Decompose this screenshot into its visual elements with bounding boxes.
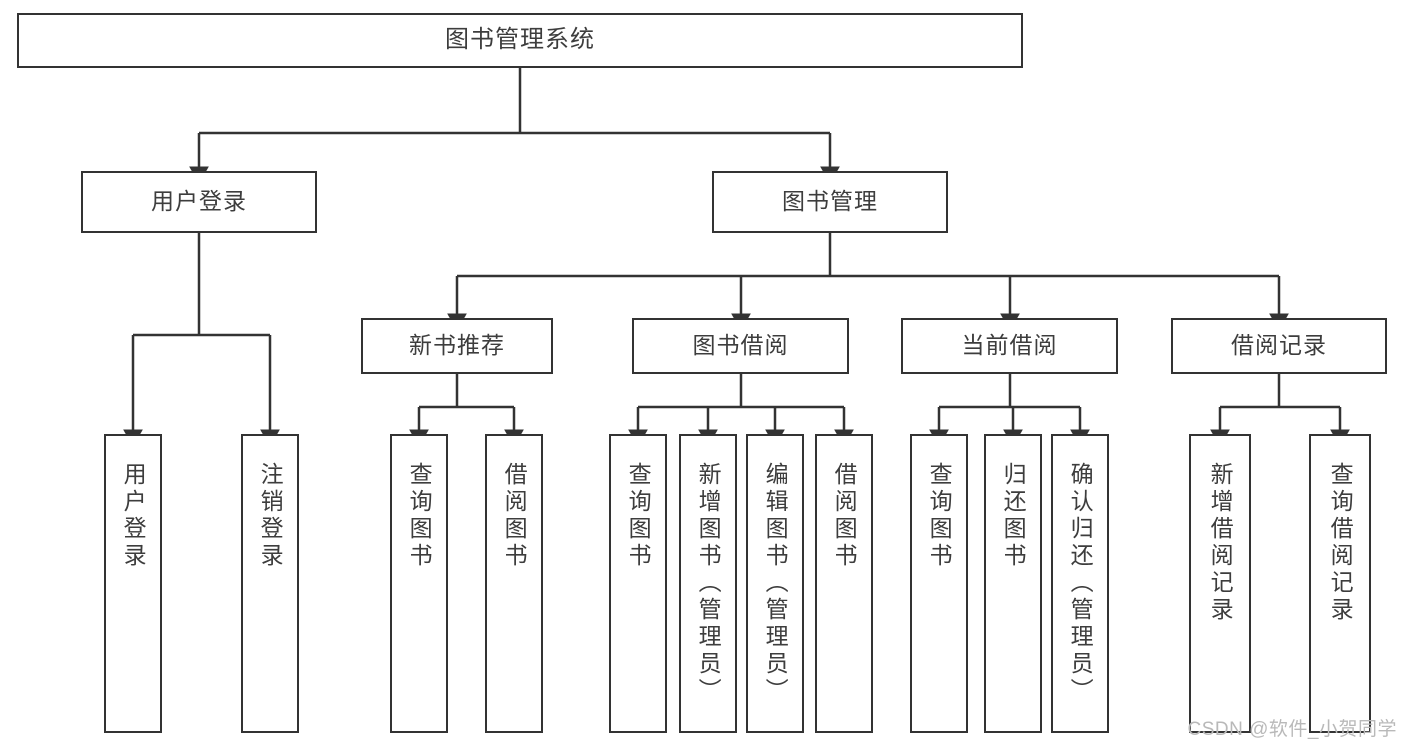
node-label: 借阅图书 [501,462,528,570]
node-label: 新增借阅记录 [1207,462,1234,624]
node-borrow_record[interactable]: 借阅记录 [1171,318,1387,374]
node-label: 当前借阅 [961,332,1058,359]
node-label: 图书管理 [782,188,878,215]
node-leaf_user_logout[interactable]: 注销登录 [241,434,299,733]
node-label: 注销登录 [257,462,284,570]
node-leaf_br_add[interactable]: 新增借阅记录 [1189,434,1251,733]
node-label: 查询图书 [406,462,433,570]
node-label: 用户登录 [151,188,247,215]
node-label: 用户登录 [120,462,147,570]
node-leaf_br_query[interactable]: 查询借阅记录 [1309,434,1371,733]
node-leaf_cb_return[interactable]: 归还图书 [984,434,1042,733]
node-book_mgmt[interactable]: 图书管理 [712,171,948,233]
node-label: 借阅图书 [831,462,858,570]
node-leaf_bb_edit[interactable]: 编辑图书（管理员） [746,434,804,733]
node-leaf_cb_confirm[interactable]: 确认归还（管理员） [1051,434,1109,733]
node-leaf_rec_borrow[interactable]: 借阅图书 [485,434,543,733]
node-label: 编辑图书（管理员） [762,462,789,705]
node-label: 查询借阅记录 [1327,462,1354,624]
node-label: 归还图书 [1000,462,1027,570]
node-label: 图书管理系统 [445,26,595,54]
node-label: 借阅记录 [1231,332,1327,359]
node-leaf_rec_query[interactable]: 查询图书 [390,434,448,733]
edge-group [123,68,1350,447]
node-label: 图书借阅 [692,332,789,359]
node-label: 新增图书（管理员） [695,462,722,705]
watermark-label: CSDN @软件_小贺同学 [1187,719,1397,740]
node-leaf_bb_query[interactable]: 查询图书 [609,434,667,733]
node-leaf_bb_borrow[interactable]: 借阅图书 [815,434,873,733]
node-label: 查询图书 [926,462,953,570]
node-new_book_rec[interactable]: 新书推荐 [361,318,553,374]
node-leaf_user_login[interactable]: 用户登录 [104,434,162,733]
node-user_login[interactable]: 用户登录 [81,171,317,233]
node-label: 新书推荐 [409,332,505,359]
node-current_borrow[interactable]: 当前借阅 [901,318,1118,374]
node-root[interactable]: 图书管理系统 [17,13,1023,68]
node-leaf_bb_add[interactable]: 新增图书（管理员） [679,434,737,733]
node-book_borrow[interactable]: 图书借阅 [632,318,849,374]
node-leaf_cb_query[interactable]: 查询图书 [910,434,968,733]
node-label: 查询图书 [625,462,652,570]
node-label: 确认归还（管理员） [1067,462,1094,705]
